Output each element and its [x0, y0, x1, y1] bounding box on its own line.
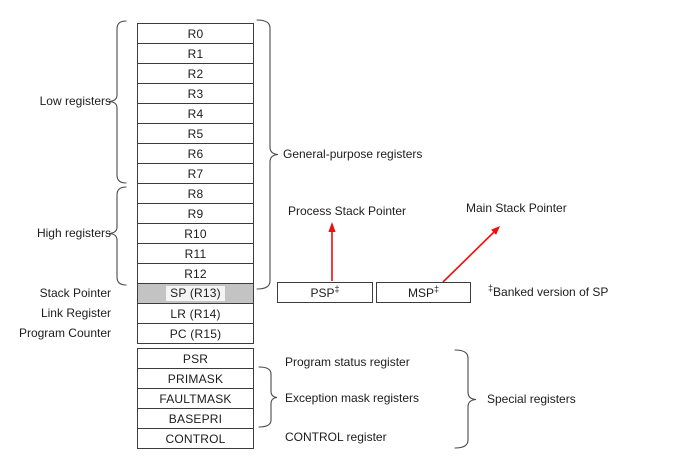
banked-note: ‡Banked version of SP — [488, 283, 609, 300]
sp-register-label: SP (R13) — [166, 286, 225, 301]
register-row: R3 — [137, 83, 254, 104]
register-label: R12 — [184, 266, 207, 281]
psr-description: Program status register — [285, 355, 410, 369]
special-register-row: PRIMASK — [137, 368, 254, 389]
psp-banked-marker: ‡ — [334, 283, 340, 294]
special-register-label: PSR — [182, 351, 209, 366]
general-purpose-brace — [256, 19, 279, 290]
special-register-row: CONTROL — [137, 428, 254, 449]
special-registers-label: Special registers — [487, 392, 576, 406]
register-label: R6 — [187, 146, 204, 161]
register-label: R0 — [187, 26, 204, 41]
register-label: R8 — [187, 186, 204, 201]
psp-box: PSP‡ — [277, 282, 373, 303]
low-registers-brace — [108, 20, 127, 184]
msp-banked-marker: ‡ — [434, 283, 440, 294]
special-register-row: FAULTMASK — [137, 388, 254, 409]
exception-mask-description: Exception mask registers — [285, 391, 420, 405]
register-row-pc: PC (R15) — [137, 323, 254, 344]
register-row-lr: LR (R14) — [137, 303, 254, 324]
low-registers-label: Low registers — [39, 94, 111, 108]
register-row: R9 — [137, 203, 254, 224]
register-row: R1 — [137, 43, 254, 64]
register-row: R6 — [137, 143, 254, 164]
banked-note-marker: ‡ — [488, 283, 494, 293]
register-row: R8 — [137, 183, 254, 204]
program-counter-label: Program Counter — [18, 326, 111, 340]
register-label: R10 — [184, 226, 207, 241]
special-register-label: BASEPRI — [168, 411, 223, 426]
high-registers-label: High registers — [36, 226, 111, 240]
psp-label: PSP‡ — [310, 283, 340, 300]
register-label: R4 — [187, 106, 204, 121]
register-row: R10 — [137, 223, 254, 244]
process-sp-label: Process Stack Pointer — [288, 204, 407, 218]
exception-mask-brace — [258, 366, 278, 428]
register-row: R7 — [137, 163, 254, 184]
register-row: R12 — [137, 263, 254, 284]
register-label: R9 — [187, 206, 204, 221]
stack-pointer-label: Stack Pointer — [39, 286, 111, 300]
main-sp-arrow — [442, 231, 495, 283]
special-register-row: BASEPRI — [137, 408, 254, 429]
process-sp-arrowhead — [328, 222, 336, 232]
msp-box: MSP‡ — [376, 282, 471, 303]
general-purpose-label: General-purpose registers — [283, 147, 423, 161]
pc-register-label: PC (R15) — [169, 326, 222, 341]
main-register-column: R0 R1 R2 R3 R4 R5 R6 R7 R8 R9 R10 R11 R1… — [137, 23, 254, 344]
special-register-label: FAULTMASK — [159, 391, 232, 406]
register-row: R11 — [137, 243, 254, 264]
register-label: R2 — [187, 66, 204, 81]
special-register-label: PRIMASK — [167, 371, 224, 386]
special-registers-brace — [454, 349, 477, 449]
register-row: R0 — [137, 23, 254, 44]
register-label: R11 — [184, 246, 207, 261]
control-description: CONTROL register — [285, 430, 387, 444]
special-register-row: PSR — [137, 348, 254, 369]
register-row: R4 — [137, 103, 254, 124]
link-register-label: Link Register — [40, 306, 111, 320]
register-label: R1 — [187, 46, 204, 61]
main-sp-arrowhead — [491, 226, 500, 235]
register-row: R5 — [137, 123, 254, 144]
special-register-column: PSR PRIMASK FAULTMASK BASEPRI CONTROL — [137, 348, 254, 449]
register-row: R2 — [137, 63, 254, 84]
lr-register-label: LR (R14) — [170, 306, 221, 321]
register-label: R5 — [187, 126, 204, 141]
high-registers-brace — [108, 186, 127, 286]
msp-label: MSP‡ — [407, 283, 440, 300]
register-row-sp: SP (R13) — [137, 283, 254, 304]
register-label: R7 — [187, 166, 204, 181]
main-sp-label: Main Stack Pointer — [466, 201, 567, 215]
special-register-label: CONTROL — [165, 431, 226, 446]
register-label: R3 — [187, 86, 204, 101]
